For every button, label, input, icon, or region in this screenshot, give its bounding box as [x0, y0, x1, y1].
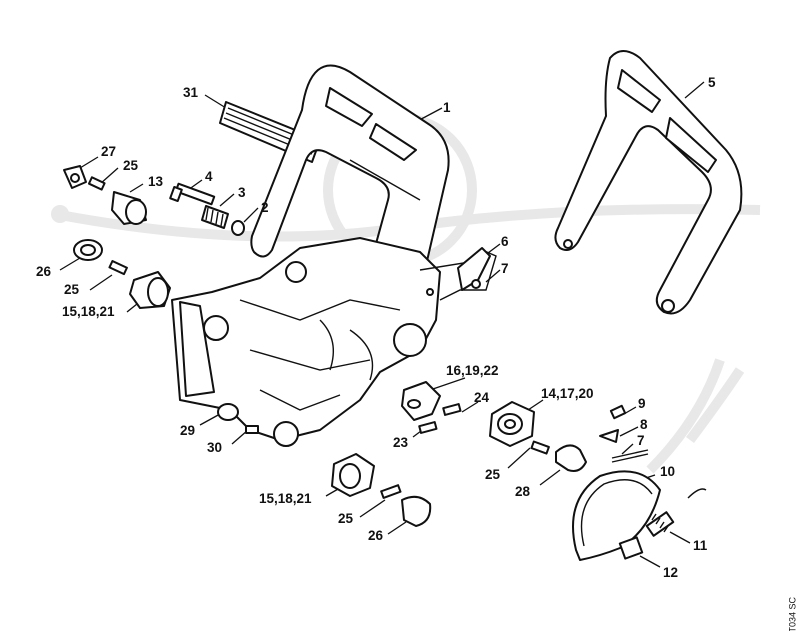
callout-29: 29 [180, 423, 196, 438]
callout-25-top: 25 [123, 158, 139, 173]
callout-3: 3 [238, 185, 246, 200]
callout-31: 31 [183, 85, 199, 100]
brake-band-assembly [572, 470, 707, 561]
callout-1: 1 [443, 100, 451, 115]
callout-14: 14,17,20 [541, 386, 594, 401]
buffer-stack-right [489, 401, 587, 472]
buffer-stack-top-left [63, 165, 147, 225]
lower-left-bushing [217, 403, 259, 434]
callout-27: 27 [101, 144, 117, 159]
callout-16: 16,19,22 [446, 363, 499, 378]
buffer-stack-left [73, 239, 171, 309]
callout-13: 13 [148, 174, 164, 189]
callout-5: 5 [708, 75, 716, 90]
buffer-stack-bottom [331, 453, 432, 527]
callout-25-right: 25 [485, 467, 501, 482]
callout-28: 28 [515, 484, 531, 499]
bracket-plate [457, 247, 491, 291]
callout-9: 9 [638, 396, 646, 411]
callout-7-upper: 7 [501, 261, 509, 276]
callout-26-bottom: 26 [368, 528, 384, 543]
callout-2: 2 [261, 200, 269, 215]
callout-26-left: 26 [36, 264, 52, 279]
callout-7-lower: 7 [637, 433, 645, 448]
callout-4: 4 [205, 169, 213, 184]
drawing-reference-code: 178ET034 SC [788, 597, 798, 631]
small-hardware [599, 404, 649, 463]
callout-8: 8 [640, 417, 648, 432]
callout-15-bottom: 15,18,21 [259, 491, 312, 506]
callout-25-bottom: 25 [338, 511, 354, 526]
callout-11: 11 [693, 538, 708, 553]
callout-15-left: 15,18,21 [62, 304, 115, 319]
callout-6: 6 [501, 234, 509, 249]
bolt-spring-assembly [169, 182, 245, 236]
callout-12: 12 [663, 565, 679, 580]
callout-24: 24 [474, 390, 490, 405]
rear-handle [554, 50, 743, 315]
callout-23: 23 [393, 435, 409, 450]
buffer-center [401, 381, 462, 434]
callout-10: 10 [660, 464, 676, 479]
callout-25-left: 25 [64, 282, 80, 297]
callout-30: 30 [207, 440, 223, 455]
